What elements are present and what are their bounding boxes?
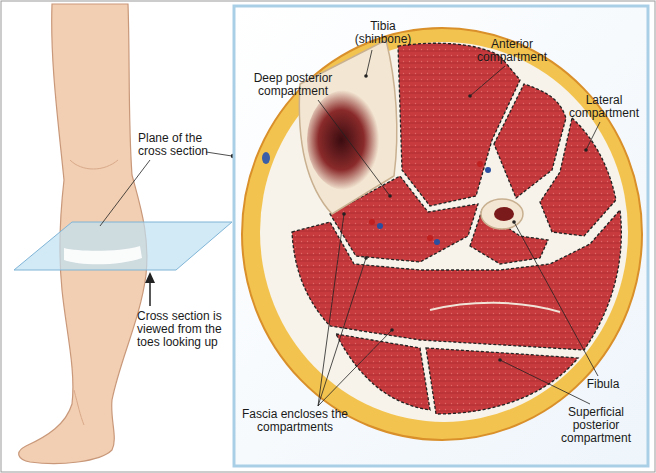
- compartment-label: Anterior compartment: [466, 38, 558, 64]
- compartment-label: Deep posterior compartment: [238, 72, 348, 98]
- view-note: Cross section is viewed from the toes lo…: [137, 310, 229, 349]
- fascia-label: Fascia encloses the compartments: [240, 408, 350, 434]
- bone-label: Fibula: [578, 378, 628, 391]
- plane-label: Plane of the cross section: [138, 132, 228, 158]
- compartment-label: Superficial posterior compartment: [548, 406, 644, 445]
- compartment-label: Lateral compartment: [566, 94, 642, 120]
- bone-label: Tibia (shinbone): [348, 20, 418, 46]
